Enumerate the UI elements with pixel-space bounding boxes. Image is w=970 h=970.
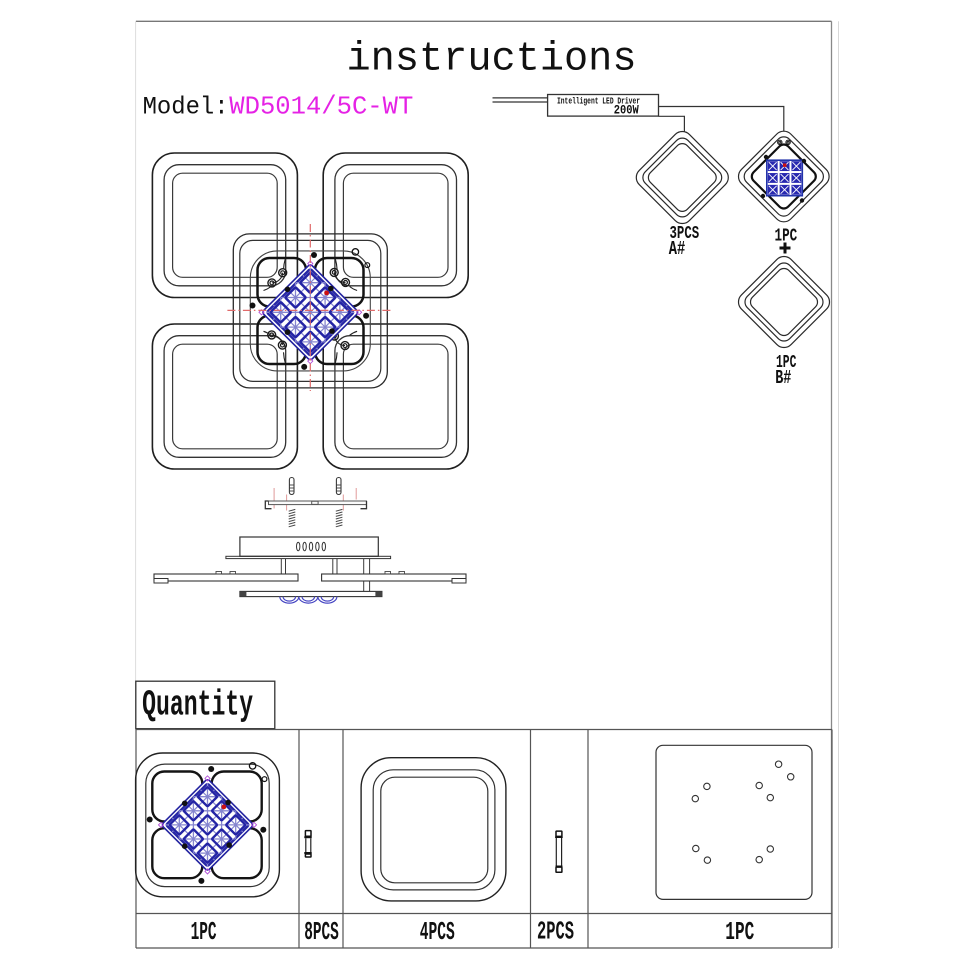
- svg-text:2PCS: 2PCS: [537, 918, 574, 947]
- svg-text:200W: 200W: [614, 103, 639, 117]
- svg-text:Intelligent LED Driver: Intelligent LED Driver: [557, 96, 640, 106]
- svg-text:4PCS: 4PCS: [420, 918, 455, 947]
- svg-text:1PC: 1PC: [776, 352, 796, 373]
- svg-text:B#: B#: [775, 367, 791, 389]
- svg-text:3PCS: 3PCS: [670, 223, 700, 244]
- svg-text:A#: A#: [669, 238, 686, 260]
- svg-text:Quantity: Quantity: [142, 685, 253, 726]
- svg-text:1PC: 1PC: [725, 918, 754, 947]
- svg-text:Model:: Model:: [143, 93, 229, 122]
- svg-text:WD5014/5C-WT: WD5014/5C-WT: [229, 93, 413, 122]
- svg-text:instructions: instructions: [347, 37, 637, 83]
- svg-text:1PC: 1PC: [775, 226, 798, 247]
- svg-text:1PC: 1PC: [191, 918, 217, 947]
- svg-text:8PCS: 8PCS: [304, 918, 339, 947]
